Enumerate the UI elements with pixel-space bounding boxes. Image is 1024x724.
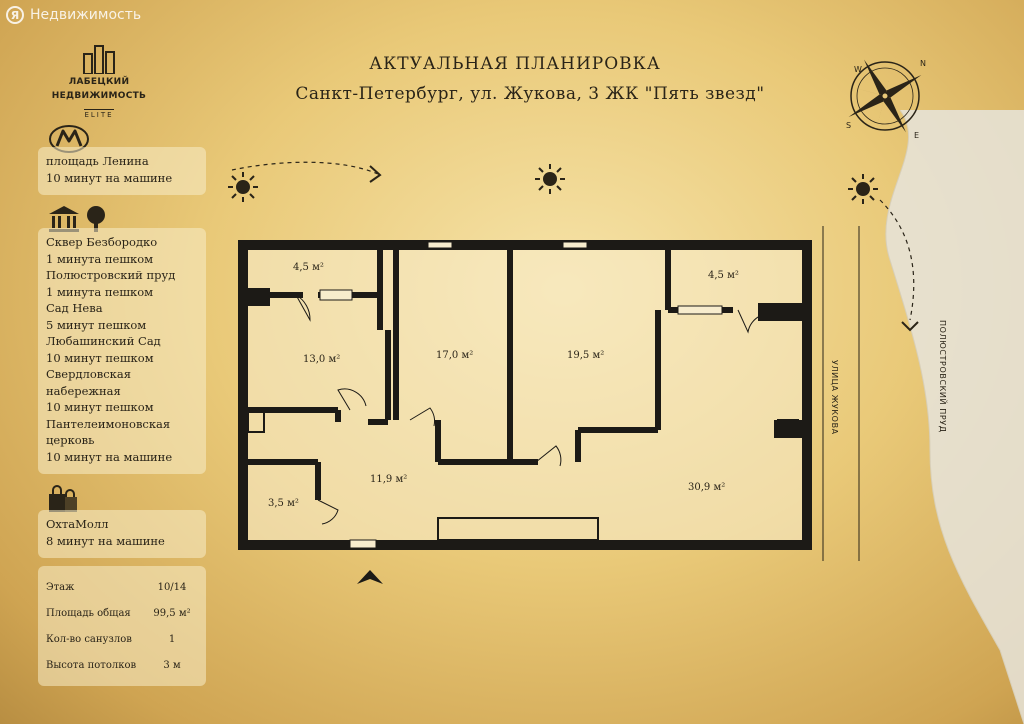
landmark-line: 1 минута пешком [46, 284, 154, 299]
room-area-label: 4,5 м² [708, 270, 739, 281]
room-area-label: 19,5 м² [567, 350, 605, 361]
landmark-line: 10 минут пешком [46, 350, 154, 365]
landmark-line: 5 минут пешком [46, 317, 147, 332]
logo-line3: ELITE [84, 109, 114, 119]
spec-value: 1 [168, 633, 176, 645]
room-area-label: 13,0 м² [303, 354, 341, 365]
spec-value: 3 м [163, 659, 181, 671]
landmark-line: 10 минут на машине [46, 449, 173, 464]
landmark-line: Пантелеимоновская [46, 416, 171, 431]
watermark: Я Недвижимость [6, 6, 141, 24]
compass-s: S [846, 121, 851, 130]
agency-logo: ЛАБЕЦКИЙ НЕДВИЖИМОСТЬ ELITE [44, 44, 154, 121]
room-area-label: 4,5 м² [293, 262, 324, 273]
spec-value: 99,5 м² [153, 607, 191, 619]
logo-line1: ЛАБЕЦКИЙ [68, 77, 130, 87]
room-area-label: 17,0 м² [436, 350, 474, 361]
page-title: АКТУАЛЬНАЯ ПЛАНИРОВКА [369, 54, 661, 74]
landmarks-panel: Сквер Безбородко 1 минута пешком Полюстр… [38, 228, 206, 474]
room-area-label: 30,9 м² [688, 482, 726, 493]
landmark-line: Любашинский Сад [46, 334, 161, 348]
building-logo-icon [83, 45, 115, 74]
shopping-line-1: ОхтаМолл [46, 517, 109, 531]
compass-e: E [914, 131, 919, 140]
landmark-line: Свердловская [46, 367, 131, 381]
spec-label: Площадь общая [46, 607, 131, 619]
shopping-bag-icon [49, 485, 77, 512]
landmark-line: Сквер Безбородко [46, 235, 158, 249]
spec-row-floor: Этаж 10/14 [46, 574, 198, 600]
metro-panel: площадь Ленина 10 минут на машине [38, 147, 206, 195]
sun-rise-icon [228, 172, 258, 202]
landmark-line: 10 минут пешком [46, 400, 154, 414]
landmark-line: Полюстровский пруд [46, 268, 176, 282]
specs-panel: Этаж 10/14 Площадь общая 99,5 м² Кол-во … [38, 566, 206, 686]
landmark-line: церковь [46, 433, 95, 447]
sun-path [231, 161, 919, 332]
yandex-logo-icon: Я [6, 6, 24, 24]
spec-value: 10/14 [157, 581, 187, 593]
tree-icon [87, 206, 105, 232]
compass-n: N [920, 59, 926, 68]
street-label: УЛИЦА ЖУКОВА [830, 360, 839, 435]
page-subtitle: Санкт-Петербург, ул. Жукова, 3 ЖК "Пять … [295, 84, 765, 104]
floor-plan [238, 240, 812, 550]
sun-set-icon [848, 174, 878, 204]
shopping-panel: ОхтаМолл 8 минут на машине [38, 510, 206, 558]
landmark-line: Сад Нева [46, 301, 103, 315]
spec-label: Кол-во санузлов [46, 633, 132, 645]
compass-icon: N S W E [846, 59, 926, 140]
pond-shape [885, 110, 1024, 724]
spec-label: Высота потолков [46, 659, 137, 671]
logo-line2: НЕДВИЖИМОСТЬ [51, 91, 147, 101]
sun-noon-icon [535, 164, 565, 194]
spec-label: Этаж [46, 581, 75, 593]
entrance-arrow-icon [357, 570, 383, 584]
metro-line-1: площадь Ленина [46, 154, 149, 168]
watermark-text: Недвижимость [30, 7, 142, 23]
spec-row-ceiling: Высота потолков 3 м [46, 652, 198, 678]
metro-line-2: 10 минут на машине [46, 170, 173, 185]
shopping-line-2: 8 минут на машине [46, 533, 165, 548]
landmark-line: 1 минута пешком [46, 251, 154, 266]
room-area-label: 11,9 м² [370, 474, 408, 485]
pond-label: ПОЛЮСТРОВСКИЙ ПРУД [938, 320, 947, 433]
spec-row-bathrooms: Кол-во санузлов 1 [46, 626, 198, 652]
compass-w: W [854, 65, 862, 74]
street-lines [822, 226, 860, 561]
room-area-label: 3,5 м² [268, 498, 299, 509]
spec-row-area: Площадь общая 99,5 м² [46, 600, 198, 626]
landmark-line: набережная [46, 383, 121, 398]
